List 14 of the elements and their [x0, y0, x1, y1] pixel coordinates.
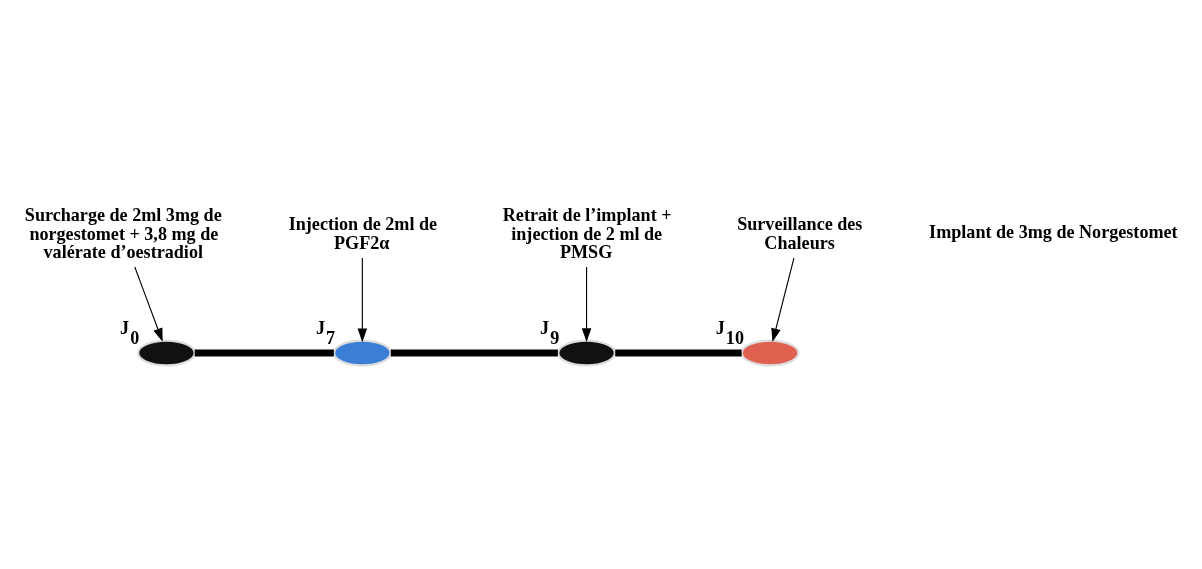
connector [194, 349, 334, 357]
node-text: Surcharge de 2ml 3mg de norgestomet + 3,8 mg de valérate d’oestradiol [24, 205, 222, 262]
node-text: Surveillance des Chaleurs [737, 214, 863, 253]
node-ellipse [137, 339, 196, 367]
node-text: Injection de 2ml de PGF2α [288, 214, 438, 253]
arrow [581, 266, 592, 342]
arrow [357, 257, 368, 343]
arrow [771, 257, 795, 343]
arrow [134, 266, 163, 342]
connector [615, 349, 742, 357]
node-text: Retrait de l’implant + injection de 2 ml de PMSG [502, 205, 672, 262]
node-ellipse [557, 339, 616, 367]
connector [390, 349, 558, 357]
label: Implant de 3mg de Norgestomet [929, 222, 1178, 243]
